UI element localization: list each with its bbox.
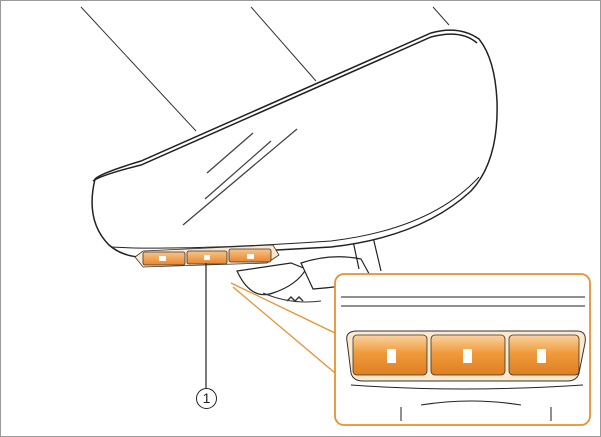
glass-reflections (182, 128, 298, 226)
mount-detail (262, 292, 322, 303)
mirror-stem (236, 236, 382, 296)
zoom-connectors (230, 282, 336, 374)
background-lines (80, 6, 450, 132)
callout-number-1: 1 (196, 388, 217, 409)
detail-magnifier-icon (334, 273, 591, 426)
mirror-button-strip (134, 244, 280, 268)
mirror-housing (91, 29, 498, 258)
